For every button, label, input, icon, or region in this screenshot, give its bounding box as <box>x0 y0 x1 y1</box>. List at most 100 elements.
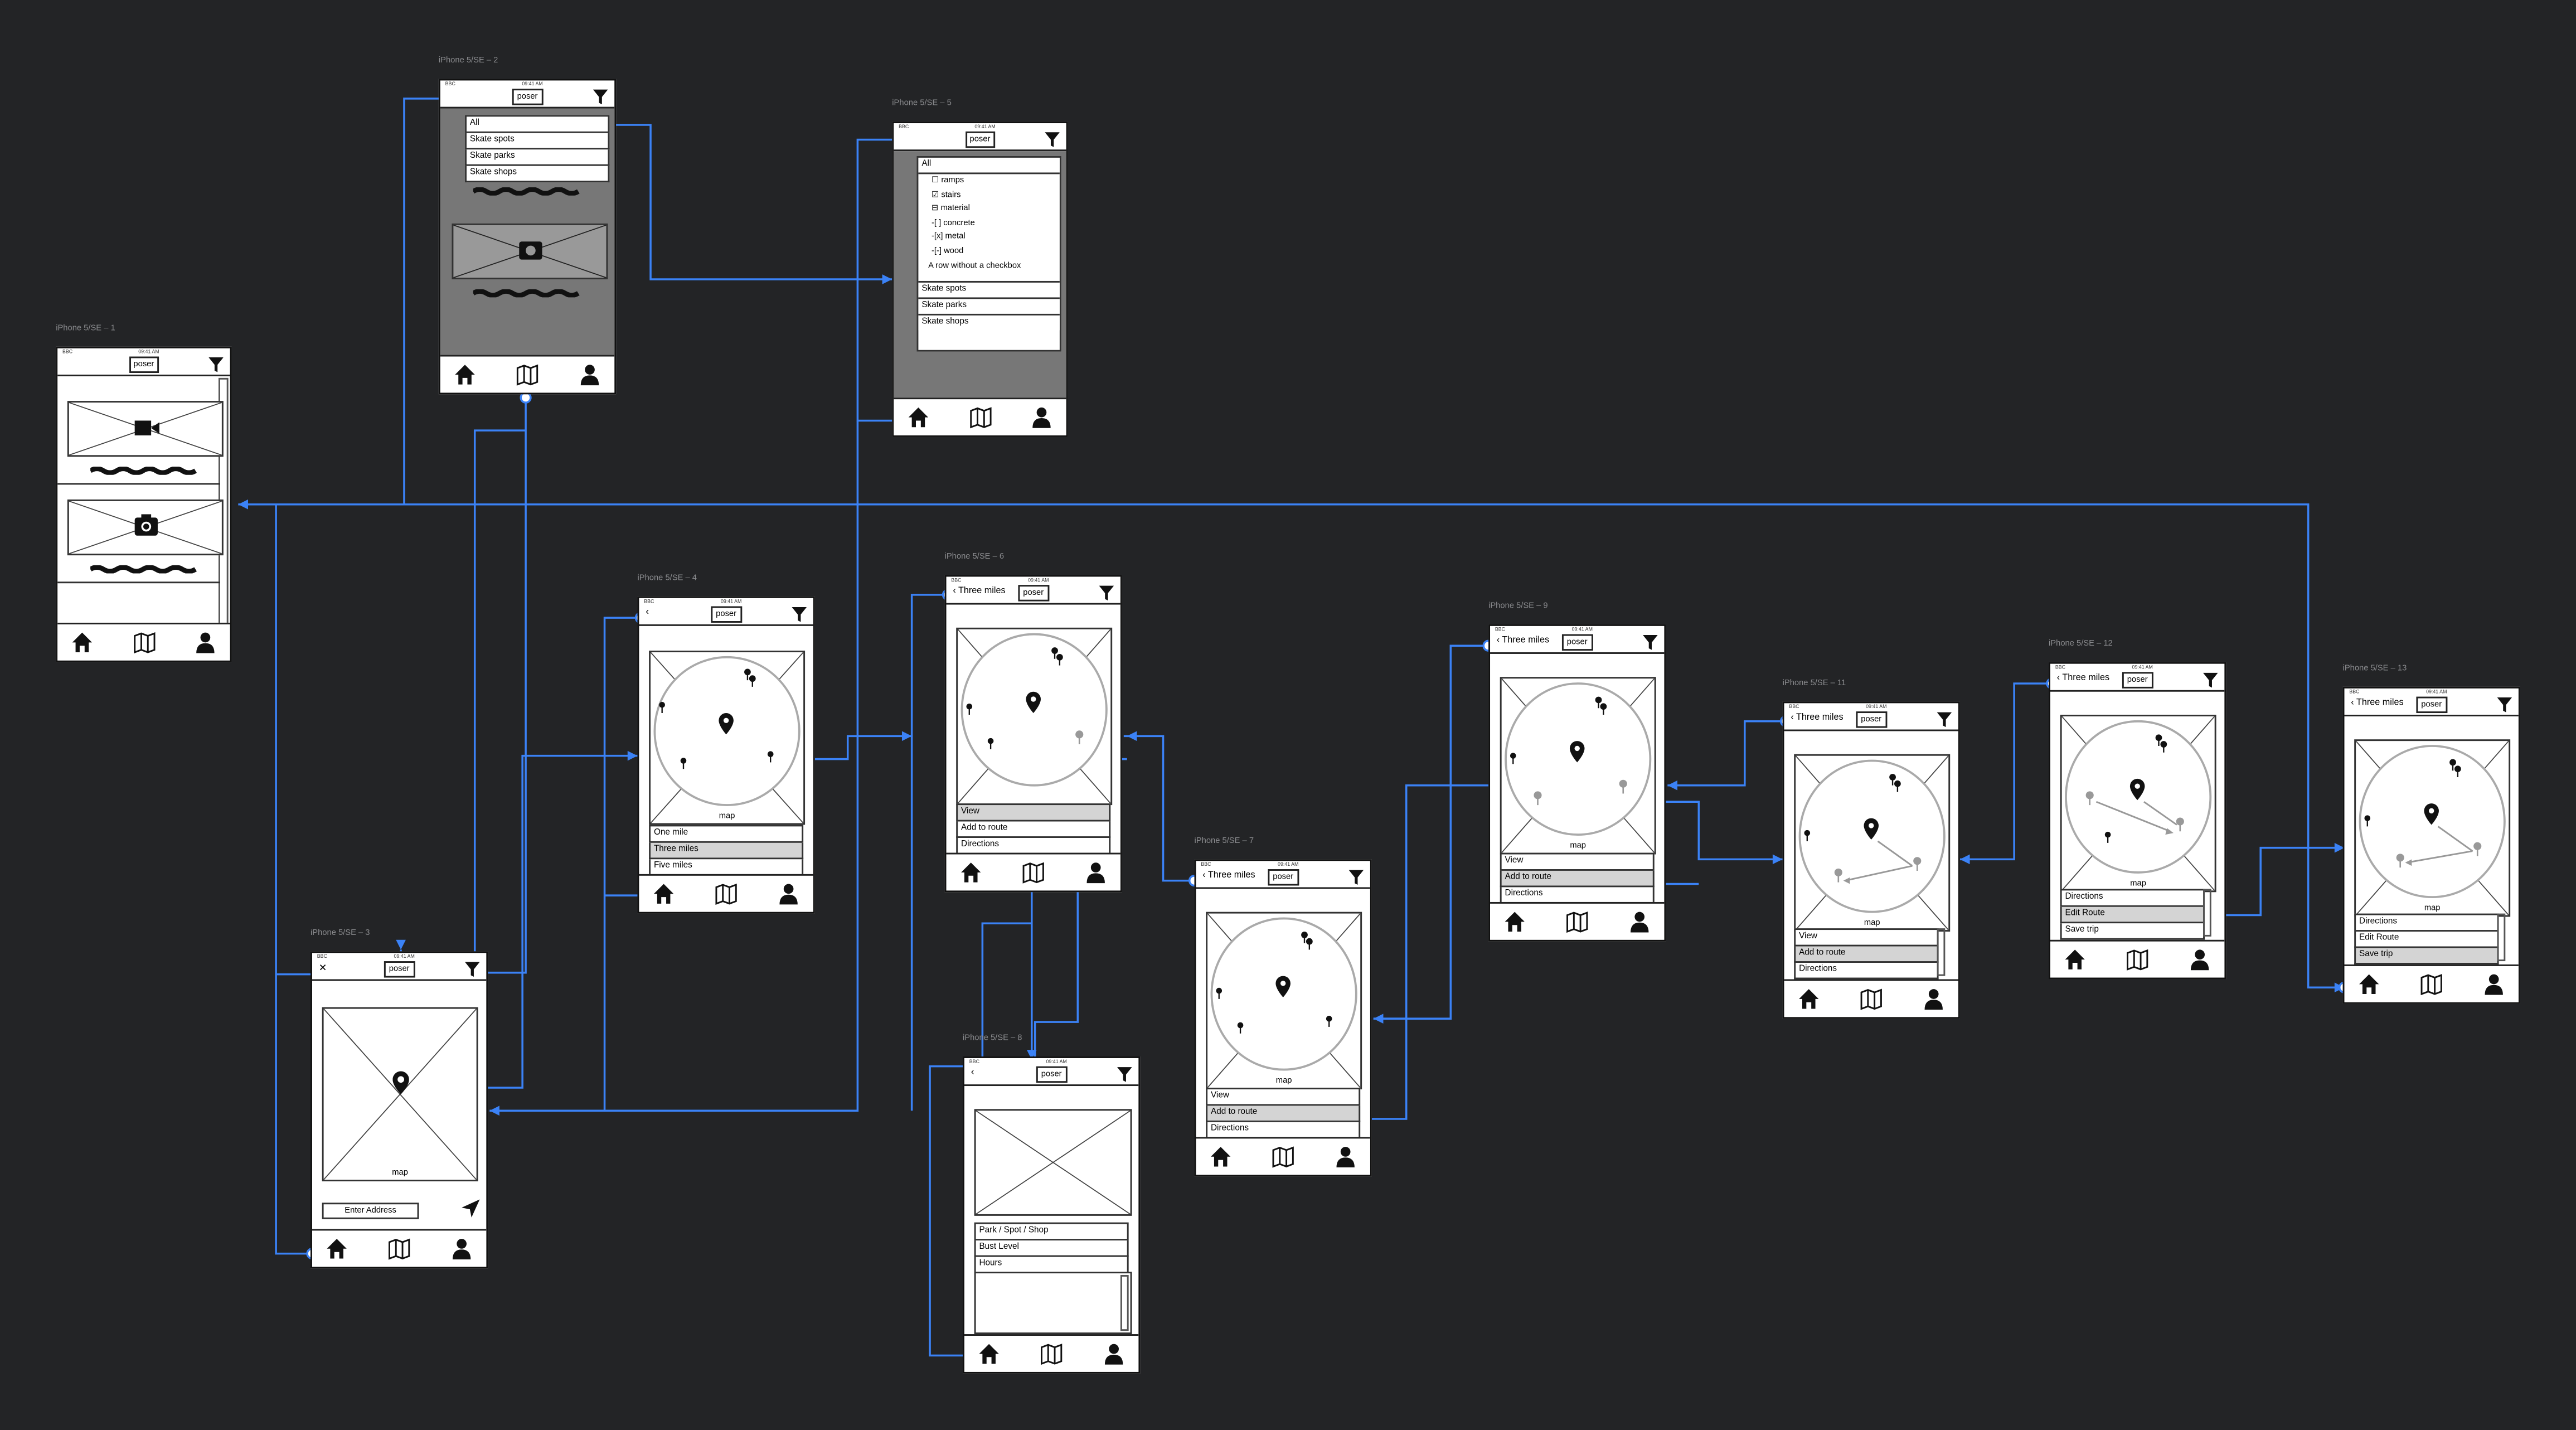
map-view[interactable]: map <box>2060 714 2216 893</box>
user-icon[interactable] <box>1084 861 1107 884</box>
edit-route-button[interactable]: Edit Route <box>2060 907 2205 924</box>
home-icon[interactable] <box>907 406 930 429</box>
map-icon[interactable] <box>1566 910 1589 933</box>
filter-option-parks[interactable]: Skate parks <box>465 149 610 166</box>
spot-photo-placeholder[interactable] <box>974 1109 1132 1216</box>
filter-checkbox-row[interactable]: ⊟ material <box>932 203 970 214</box>
back-button[interactable]: ‹ Three miles <box>2056 673 2110 684</box>
home-icon[interactable] <box>1209 1145 1232 1168</box>
user-icon[interactable] <box>777 883 800 905</box>
edit-route-button[interactable]: Edit Route <box>2354 932 2499 948</box>
user-icon[interactable] <box>1922 987 1945 1010</box>
video-placeholder[interactable] <box>67 401 224 457</box>
map-view[interactable]: map <box>1794 754 1951 932</box>
chevron-left-icon[interactable]: ‹ <box>971 1068 974 1078</box>
filter-icon[interactable] <box>208 357 224 373</box>
scrollbar[interactable] <box>1120 1274 1129 1331</box>
filter-option-spots[interactable]: Skate spots <box>918 281 1060 299</box>
add-to-route-button[interactable]: Add to route <box>1206 1106 1361 1122</box>
map-view[interactable]: map <box>1500 677 1656 855</box>
filter-icon[interactable] <box>1099 585 1114 601</box>
save-trip-button[interactable]: Save trip <box>2060 923 2205 940</box>
home-icon[interactable] <box>2357 973 2380 996</box>
map-icon[interactable] <box>1860 987 1883 1010</box>
spot-type-field[interactable]: Park / Spot / Shop <box>974 1222 1129 1241</box>
home-icon[interactable] <box>71 631 94 654</box>
add-to-route-button[interactable]: Add to route <box>956 821 1111 838</box>
filter-icon[interactable] <box>2203 672 2218 688</box>
radius-option-three[interactable]: Three miles <box>649 842 804 860</box>
home-icon[interactable] <box>978 1342 1001 1365</box>
scrollbar[interactable] <box>1937 928 1946 976</box>
hours-field[interactable]: Hours <box>974 1257 1129 1272</box>
user-icon[interactable] <box>2189 948 2211 971</box>
back-button[interactable]: ‹ Three miles <box>953 586 1006 597</box>
user-icon[interactable] <box>450 1237 473 1260</box>
pin-icon[interactable] <box>392 1071 409 1094</box>
directions-button[interactable]: Directions <box>2060 889 2205 907</box>
radius-option-one[interactable]: One mile <box>649 825 804 843</box>
filter-icon[interactable] <box>465 961 480 977</box>
radius-option-five[interactable]: Five miles <box>649 859 804 876</box>
map-icon[interactable] <box>2420 973 2443 996</box>
home-icon[interactable] <box>1797 987 1820 1010</box>
back-button[interactable]: ‹ Three miles <box>2351 698 2404 709</box>
save-trip-button[interactable]: Save trip <box>2354 948 2499 964</box>
map-view[interactable]: map <box>649 651 806 825</box>
map-icon[interactable] <box>516 363 539 386</box>
home-icon[interactable] <box>453 363 476 386</box>
enter-address-button[interactable]: Enter Address <box>322 1203 419 1219</box>
view-button[interactable]: View <box>1500 852 1655 871</box>
directions-button[interactable]: Directions <box>1500 887 1655 904</box>
view-button[interactable]: View <box>956 803 1111 822</box>
filter-icon[interactable] <box>1937 711 1952 728</box>
back-button[interactable]: ‹ Three miles <box>1791 713 1844 723</box>
filter-icon[interactable] <box>1117 1067 1132 1083</box>
user-icon[interactable] <box>194 631 217 654</box>
filter-option-all[interactable]: All <box>465 115 610 133</box>
home-icon[interactable] <box>326 1237 348 1260</box>
filter-option-all[interactable]: All <box>918 157 1060 174</box>
view-button[interactable]: View <box>1206 1087 1361 1106</box>
user-icon[interactable] <box>578 363 601 386</box>
filter-option-spots[interactable]: Skate spots <box>465 133 610 150</box>
filter-checkbox-row[interactable]: -[ ] concrete <box>932 218 975 229</box>
filter-checkbox-row[interactable]: -[x] metal <box>932 232 966 243</box>
filter-option-parks[interactable]: Skate parks <box>918 299 1060 316</box>
map-view[interactable] <box>956 627 1113 806</box>
add-to-route-button[interactable]: Add to route <box>1794 946 1939 963</box>
map-view[interactable]: map <box>322 1007 478 1181</box>
filter-checkbox-row[interactable]: -[-] wood <box>932 246 964 256</box>
map-icon[interactable] <box>1022 861 1045 884</box>
filter-checkbox-row[interactable]: ☑ stairs <box>932 190 961 200</box>
home-icon[interactable] <box>2064 948 2087 971</box>
filter-icon[interactable] <box>792 606 807 622</box>
view-button[interactable]: View <box>1794 928 1939 947</box>
home-icon[interactable] <box>652 883 675 905</box>
back-button[interactable]: ‹ Three miles <box>1496 636 1550 646</box>
directions-button[interactable]: Directions <box>2354 913 2499 932</box>
home-icon[interactable] <box>959 861 982 884</box>
map-icon[interactable] <box>1272 1145 1294 1168</box>
filter-option-shops[interactable]: Skate shops <box>918 316 1060 331</box>
filter-plain-row[interactable]: A row without a checkbox <box>928 260 1021 270</box>
photo-placeholder[interactable] <box>67 499 224 556</box>
directions-button[interactable]: Directions <box>956 838 1111 855</box>
hours-textarea[interactable] <box>974 1272 1132 1335</box>
filter-icon[interactable] <box>1045 132 1060 148</box>
home-icon[interactable] <box>1503 910 1526 933</box>
user-icon[interactable] <box>1334 1145 1357 1168</box>
map-icon[interactable] <box>1040 1342 1063 1365</box>
back-button[interactable]: ‹ Three miles <box>1202 870 1255 881</box>
close-icon[interactable]: ✕ <box>318 964 327 975</box>
filter-icon[interactable] <box>1348 869 1364 885</box>
directions-button[interactable]: Directions <box>1206 1122 1361 1139</box>
scrollbar[interactable] <box>2497 913 2506 962</box>
filter-icon[interactable] <box>593 89 608 105</box>
user-icon[interactable] <box>2482 973 2505 996</box>
map-icon[interactable] <box>132 631 155 654</box>
add-to-route-button[interactable]: Add to route <box>1500 870 1655 888</box>
chevron-left-icon[interactable]: ‹ <box>646 608 649 618</box>
user-icon[interactable] <box>1030 406 1053 429</box>
user-icon[interactable] <box>1628 910 1651 933</box>
